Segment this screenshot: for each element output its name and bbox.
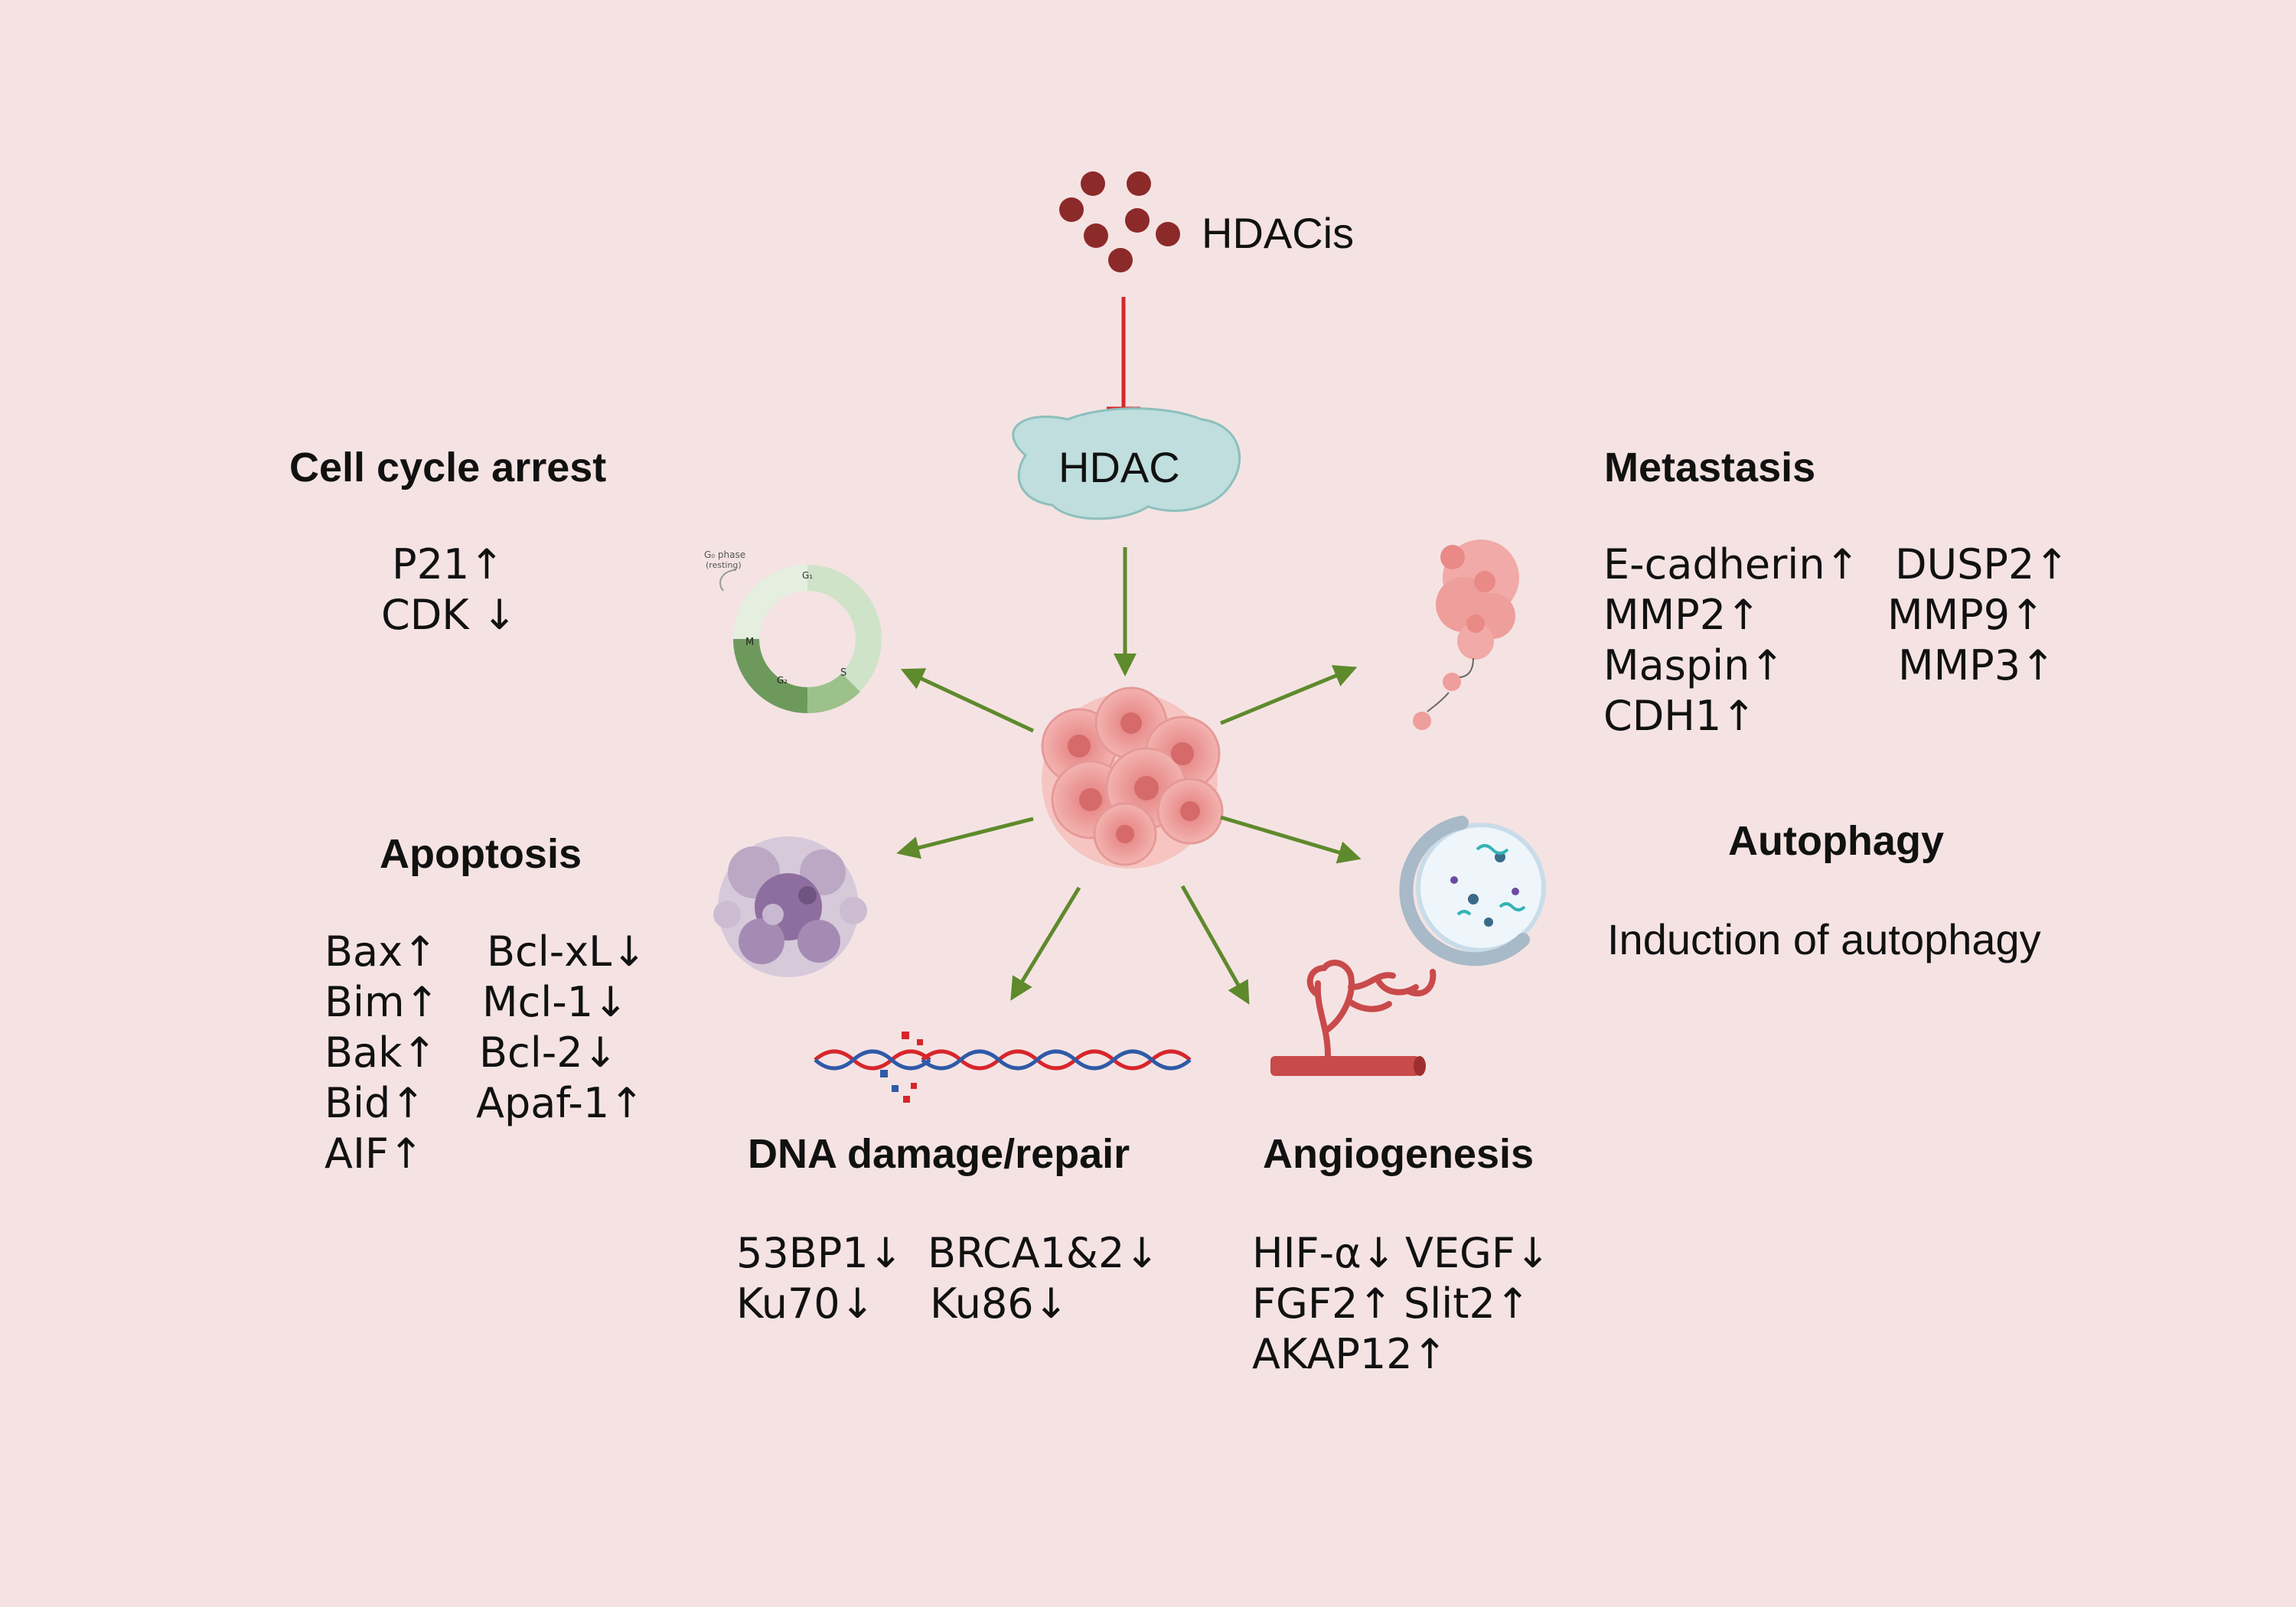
metastasis-item: E-cadherin↑ <box>1603 540 1860 588</box>
metastasis-title: Metastasis <box>1604 445 1816 491</box>
apoptosis-title: Apoptosis <box>380 831 582 877</box>
apoptosis-item: Mcl-1↓ <box>482 978 628 1026</box>
cell-cycle-item: CDK ↓ <box>381 591 517 639</box>
metastasis-cells-icon <box>1413 539 1519 730</box>
arrow-to-angiogenesis <box>1180 885 1250 1005</box>
apoptosis-item: Bax↑ <box>325 927 438 976</box>
outcome-arrows <box>896 665 1362 1005</box>
apoptosis-item: Bid↑ <box>325 1079 426 1127</box>
metastasis-item: MMP9↑ <box>1887 591 2045 639</box>
autophagy-title: Autophagy <box>1728 818 1944 864</box>
dna-item: BRCA1&2↓ <box>928 1229 1159 1277</box>
angiogenesis-item: Slit2↑ <box>1404 1279 1531 1328</box>
arrow-to-cell-cycle <box>900 668 1035 733</box>
angiogenesis-title: Angiogenesis <box>1263 1131 1534 1177</box>
angiogenesis-item: HIF-α↓ <box>1252 1229 1396 1277</box>
metastasis-item: CDH1↑ <box>1603 692 1756 740</box>
cell-cycle-g2-label: G₂ <box>777 675 788 686</box>
arrow-to-apoptosis <box>896 817 1034 859</box>
apoptosis-item: Bak↑ <box>325 1028 437 1077</box>
arrow-to-dna <box>1010 886 1081 1001</box>
angiogenesis-item: VEGF↓ <box>1405 1229 1551 1277</box>
cell-cycle-g1-label: G₁ <box>802 570 814 581</box>
metastasis-item: DUSP2↑ <box>1895 540 2069 588</box>
apoptotic-cell-icon <box>713 836 867 977</box>
angiogenesis-item: AKAP12↑ <box>1252 1330 1447 1378</box>
cell-cycle-g0-sub: (resting) <box>706 560 742 570</box>
hdac-inhibitor-molecules-icon <box>1059 171 1180 272</box>
arrow-to-autophagy <box>1220 815 1362 864</box>
cell-cycle-s-label: S <box>840 667 847 679</box>
metastasis-item: MMP2↑ <box>1603 591 1761 639</box>
dna-title: DNA damage/repair <box>748 1131 1130 1177</box>
dna-break-fragments <box>880 1032 923 1103</box>
inhibition-line <box>1107 297 1140 411</box>
cell-cycle-m-label: M <box>745 637 755 648</box>
dna-item: Ku86↓ <box>930 1279 1068 1328</box>
dna-helix-icon <box>814 1049 1192 1071</box>
metastasis-item: Maspin↑ <box>1603 641 1785 689</box>
cell-cycle-title: Cell cycle arrest <box>289 445 607 491</box>
apoptosis-item: Bcl-xL↓ <box>487 927 647 976</box>
autophagy-description: Induction of autophagy <box>1607 915 2041 963</box>
cell-cycle-item: P21↑ <box>392 540 504 588</box>
dna-item: Ku70↓ <box>736 1279 875 1328</box>
hdac-enzyme-shape <box>1012 407 1241 520</box>
apoptosis-item: Bim↑ <box>325 978 439 1026</box>
hdac-enzyme-label: HDAC <box>1058 443 1180 491</box>
hdac-inhibitor-label: HDACis <box>1202 209 1355 257</box>
apoptosis-item: Bcl-2↓ <box>479 1028 618 1077</box>
dna-item: 53BP1↓ <box>736 1229 903 1277</box>
tumor-cell-cluster-icon <box>1041 686 1224 869</box>
angiogenesis-item: FGF2↑ <box>1252 1279 1393 1328</box>
arrow-to-metastasis <box>1220 665 1358 725</box>
apoptosis-item: AIF↑ <box>325 1129 424 1178</box>
blood-vessel-icon <box>1270 960 1437 1076</box>
metastasis-item: MMP3↑ <box>1898 641 2056 689</box>
autophagosome-icon <box>1399 816 1546 966</box>
cell-cycle-ring-icon <box>719 565 882 713</box>
cell-cycle-g0-label: G₀ phase <box>704 549 746 560</box>
apoptosis-item: Apaf-1↑ <box>476 1079 644 1127</box>
